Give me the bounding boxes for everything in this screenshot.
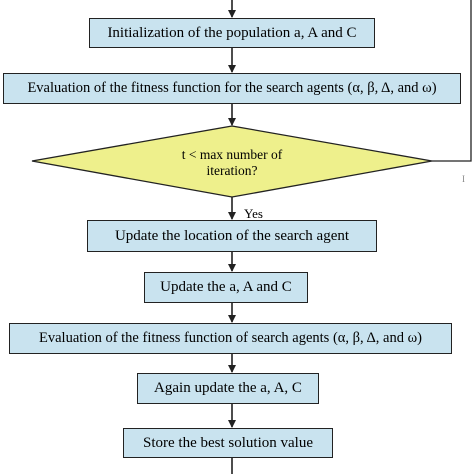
init-step-box: Initialization of the population a, A an… [89, 18, 375, 48]
again-update-step-text: Again update the a, A, C [154, 380, 302, 397]
loop-back-line [432, 0, 472, 162]
eval-fitness-step-box: Evaluation of the fitness function for t… [3, 73, 461, 104]
decision-text-line2: iteration? [206, 163, 258, 179]
update-location-step-text: Update the location of the search agent [114, 227, 350, 244]
decision-label: t < max number of iteration? [132, 147, 332, 179]
eval-fitness-agents-step-text: Evaluation of the fitness function of se… [39, 329, 422, 346]
update-aAC-step-text: Update the a, A and C [160, 279, 292, 296]
again-update-step-box: Again update the a, A, C [137, 373, 319, 404]
eval-fitness-step-text: Evaluation of the fitness function for t… [27, 79, 437, 96]
side-mark: I [462, 174, 465, 184]
store-best-solution-step-text: Store the best solution value [143, 434, 313, 451]
update-location-step-box: Update the location of the search agent [87, 220, 377, 252]
decision-text-line1: t < max number of [181, 147, 283, 162]
eval-fitness-agents-step-box: Evaluation of the fitness function of se… [9, 323, 452, 354]
store-best-solution-step-box: Store the best solution value [123, 428, 333, 458]
yes-label: Yes [244, 206, 263, 221]
init-step-text: Initialization of the population a, A an… [107, 24, 357, 41]
update-aAC-step-box: Update the a, A and C [144, 272, 308, 303]
